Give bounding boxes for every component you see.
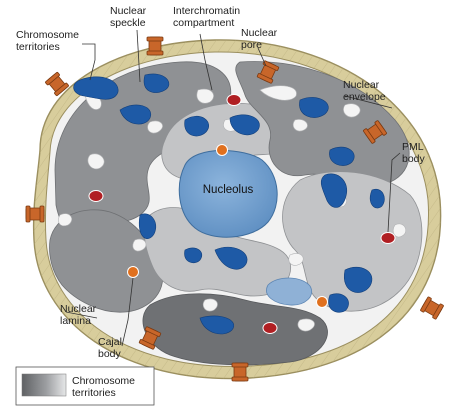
legend-label: Chromosome territories xyxy=(72,375,138,399)
nucleolus: Nucleolus xyxy=(178,150,278,238)
leader-lines xyxy=(65,29,401,347)
speckle xyxy=(119,104,152,125)
label-line: compartment xyxy=(173,17,234,29)
label-chromosome-territories: Chromosome territories xyxy=(16,29,82,53)
leader-chromosome-territories xyxy=(82,43,96,81)
label-line: Nuclear xyxy=(343,79,380,91)
speckle xyxy=(344,266,373,293)
speckle xyxy=(143,73,170,93)
label-line: speckle xyxy=(110,17,146,29)
label-line: territories xyxy=(16,41,60,53)
legend-gradient-swatch xyxy=(21,373,67,397)
nuclear-pore xyxy=(138,326,162,350)
label-pml-body: PML body xyxy=(402,141,426,165)
label-line: Chromosome xyxy=(16,29,79,41)
labels: Chromosome territories Nuclear speckle I… xyxy=(16,5,426,360)
legend-line: Chromosome xyxy=(72,375,135,387)
pml-body xyxy=(262,322,278,334)
speckle xyxy=(214,246,248,270)
cajal-bodies xyxy=(127,144,328,308)
pml-body xyxy=(380,232,396,244)
speckle xyxy=(328,293,349,313)
cajal-body xyxy=(127,266,139,278)
nuclear-body-pale xyxy=(266,277,312,306)
cajal-body xyxy=(316,296,328,308)
nuclear-pore xyxy=(256,60,280,84)
cajal-body xyxy=(216,144,228,156)
leader-cajal-body xyxy=(121,277,134,347)
leader-nuclear-envelope xyxy=(344,95,393,109)
nuclear-pore xyxy=(363,120,387,144)
territory-left-lower xyxy=(49,209,163,313)
legend: Chromosome territories xyxy=(15,366,155,406)
label-line: envelope xyxy=(343,91,386,103)
speckle xyxy=(138,213,157,239)
nuclear-pore xyxy=(231,362,249,382)
nuclear-pore xyxy=(420,296,444,320)
label-line: Nuclear xyxy=(110,5,147,17)
speckle xyxy=(184,115,209,137)
nuclear-pore xyxy=(25,205,45,223)
speckle xyxy=(229,114,260,136)
interchromatin-compartment xyxy=(58,85,406,332)
label-interchromatin-compartment: Interchromatin compartment xyxy=(173,5,243,29)
leader-interchromatin xyxy=(199,33,213,91)
leader-nuclear-lamina xyxy=(65,311,98,319)
label-cajal-body: Cajal body xyxy=(98,336,125,360)
speckle xyxy=(199,315,235,335)
nuclear-speckles xyxy=(73,73,385,335)
speckle xyxy=(73,76,119,100)
nuclear-pore xyxy=(45,71,69,97)
label-line: body xyxy=(98,348,122,360)
label-line: Interchromatin xyxy=(173,5,240,17)
nuclear-pore xyxy=(146,36,164,56)
pml-body xyxy=(88,190,104,202)
legend-line: territories xyxy=(72,387,116,399)
label-nuclear-lamina: Nuclear lamina xyxy=(60,303,99,327)
label-line: PML xyxy=(402,141,424,153)
label-nuclear-envelope: Nuclear envelope xyxy=(343,79,386,103)
label-nuclear-pore: Nuclear pore xyxy=(241,27,280,51)
leader-nuclear-pore xyxy=(257,47,267,67)
leader-nuclear-speckle xyxy=(136,29,141,83)
label-nuclear-speckle: Nuclear speckle xyxy=(110,5,149,29)
speckle xyxy=(369,188,385,209)
speckle xyxy=(329,146,355,166)
speckle xyxy=(184,247,203,263)
label-line: Nuclear xyxy=(60,303,97,315)
label-line: lamina xyxy=(60,315,91,327)
label-line: Nuclear xyxy=(241,27,278,39)
label-line: pore xyxy=(241,39,262,51)
nucleolus-label: Nucleolus xyxy=(203,184,254,196)
label-line: body xyxy=(402,153,426,165)
pml-body xyxy=(226,94,242,106)
nuclear-pores xyxy=(25,36,444,382)
territory-right xyxy=(282,171,423,312)
speckle xyxy=(320,173,348,208)
chromosome-territories xyxy=(49,61,423,366)
territory-bottom xyxy=(142,293,328,366)
leader-pml-body xyxy=(387,152,401,233)
label-line: Cajal xyxy=(98,336,122,348)
nucleolus-body xyxy=(178,150,278,238)
speckle xyxy=(299,97,329,118)
pml-bodies xyxy=(88,94,396,334)
